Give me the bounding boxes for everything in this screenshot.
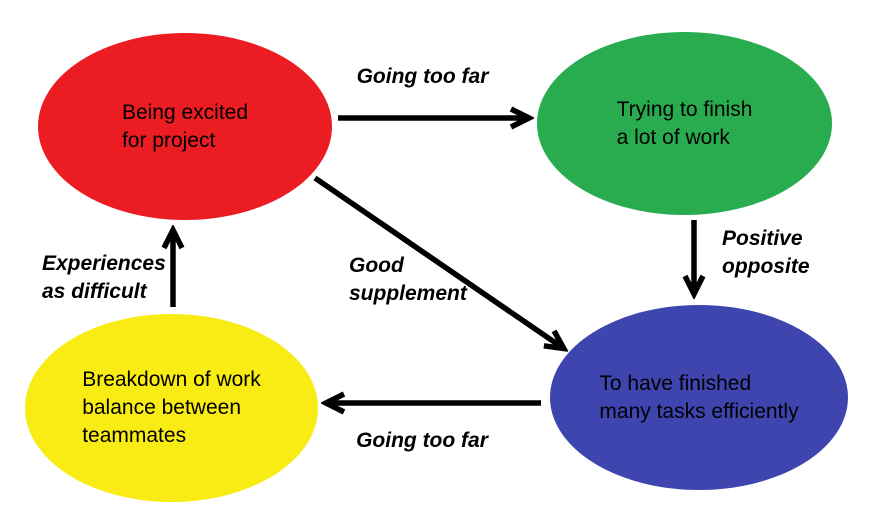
edge-label-going-too-far-top: Going too far (356, 65, 489, 88)
edge-label-positive-opposite: Positive opposite (722, 227, 810, 278)
node-being-excited-label: Being excited for project (121, 100, 249, 152)
node-being-excited: Being excited for project (38, 33, 332, 220)
node-finished-tasks: To have finished many tasks efficiently (550, 305, 848, 490)
node-trying-to-finish: Trying to finish a lot of work (537, 32, 832, 215)
node-breakdown-of-work: Breakdown of work balance between teamma… (25, 314, 318, 502)
edge-label-experiences-as-difficult: Experiences as difficult (42, 252, 166, 303)
node-breakdown-of-work-label: Breakdown of work balance between teamma… (82, 368, 261, 447)
node-finished-tasks-label: To have finished many tasks efficiently (599, 371, 799, 423)
node-trying-to-finish-label: Trying to finish a lot of work (616, 97, 753, 149)
edge-label-going-too-far-bottom: Going too far (356, 429, 488, 452)
edge-label-good-supplement: Good supplement (349, 254, 467, 305)
arrow-excited-to-finished (313, 175, 563, 348)
